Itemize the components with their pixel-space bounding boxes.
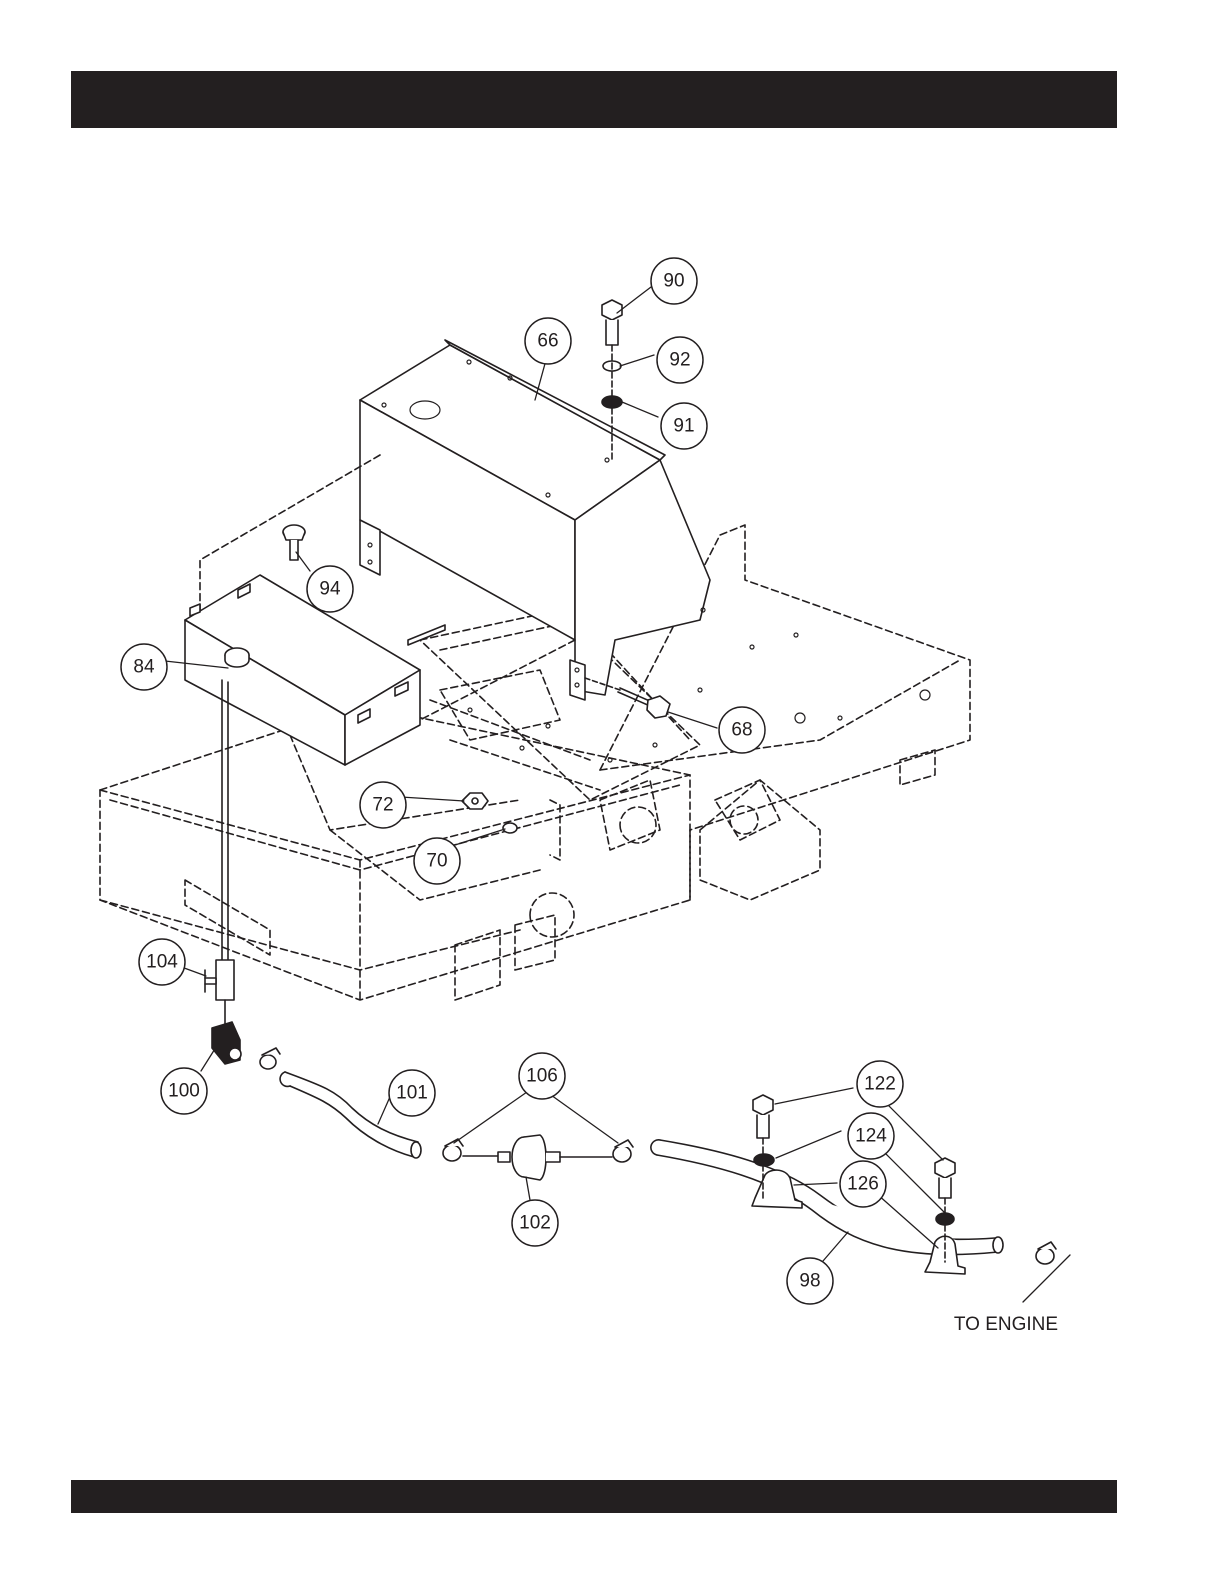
callout-72: 72 (372, 795, 393, 816)
callout-66: 66 (537, 331, 558, 352)
callout-124: 124 (855, 1126, 887, 1147)
callout-100: 100 (168, 1081, 200, 1102)
callout-104: 104 (146, 952, 178, 973)
washer-124-left (754, 1154, 774, 1166)
fuel-tank (185, 575, 420, 765)
shutoff-valve (205, 960, 234, 1000)
bolt-122-right (935, 1158, 955, 1198)
callout-92: 92 (669, 350, 690, 371)
elbow-fitting (212, 1022, 241, 1064)
fuel-tank-bracket (360, 340, 710, 700)
callout-106: 106 (526, 1066, 558, 1087)
to-engine-label: TO ENGINE (954, 1314, 1058, 1335)
bolt-122-left (753, 1095, 773, 1138)
callout-122: 122 (864, 1074, 896, 1095)
nut-72 (462, 793, 488, 809)
hose-clamp-c (613, 1140, 633, 1162)
callout-94: 94 (319, 579, 341, 600)
washer-124-right (936, 1213, 954, 1225)
callout-91: 91 (673, 416, 694, 437)
washer-70 (503, 823, 517, 833)
bolt-90 (602, 300, 622, 345)
callout-101: 101 (396, 1083, 428, 1104)
bolt-68 (618, 688, 670, 718)
callout-84: 84 (133, 657, 155, 678)
vent-cap (283, 525, 305, 560)
hose-clamp-126-left (752, 1170, 802, 1208)
callout-126: 126 (847, 1174, 879, 1195)
hose-clamp-b (443, 1139, 463, 1161)
callout-98: 98 (799, 1271, 820, 1292)
callout-68: 68 (731, 720, 752, 741)
callout-90: 90 (663, 271, 684, 292)
callout-70: 70 (426, 851, 447, 872)
hose-clamp-a (260, 1048, 280, 1069)
fuel-filter (498, 1135, 560, 1180)
hose-clamp-d (1036, 1242, 1056, 1264)
callout-102: 102 (519, 1213, 551, 1234)
